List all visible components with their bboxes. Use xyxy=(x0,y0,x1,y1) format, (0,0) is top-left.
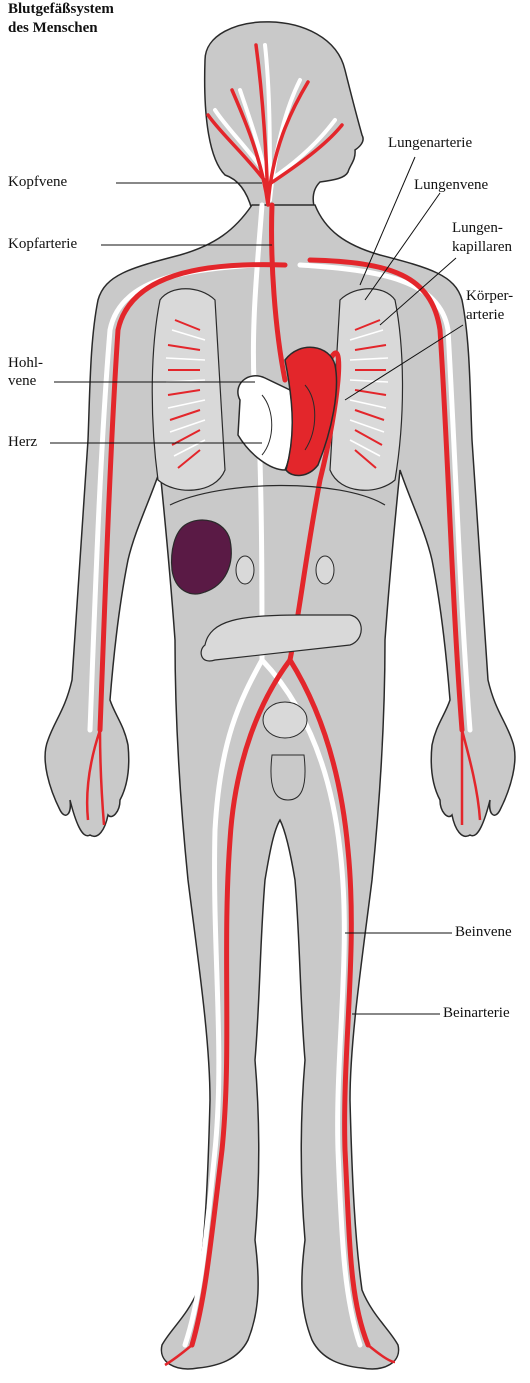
genitals xyxy=(271,755,305,800)
title-line-2: des Menschen xyxy=(8,19,114,38)
kidney-left xyxy=(316,556,334,584)
label-lungenvene: Lungenvene xyxy=(414,177,488,194)
label-hohlvene-line2: vene xyxy=(8,373,36,390)
kidney-right xyxy=(236,556,254,584)
label-herz: Herz xyxy=(8,434,37,451)
label-kopfvene: Kopfvene xyxy=(8,174,67,191)
label-lungenkapillaren-line2: kapillaren xyxy=(452,239,512,256)
label-beinvene: Beinvene xyxy=(455,924,512,941)
label-koerperarterie-line1: Körper- xyxy=(466,288,513,305)
diagram-title: Blutgefäßsystem des Menschen xyxy=(8,0,114,38)
label-hohlvene-line1: Hohl- xyxy=(8,355,43,372)
label-lungenkapillaren-line1: Lungen- xyxy=(452,220,503,237)
label-lungenarterie: Lungenarterie xyxy=(388,135,472,152)
label-koerperarterie-line2: arterie xyxy=(466,307,504,324)
body-silhouette xyxy=(45,22,515,1369)
label-kopfarterie: Kopfarterie xyxy=(8,236,77,253)
title-line-1: Blutgefäßsystem xyxy=(8,0,114,19)
label-beinarterie: Beinarterie xyxy=(443,1005,510,1022)
bladder xyxy=(263,702,307,738)
